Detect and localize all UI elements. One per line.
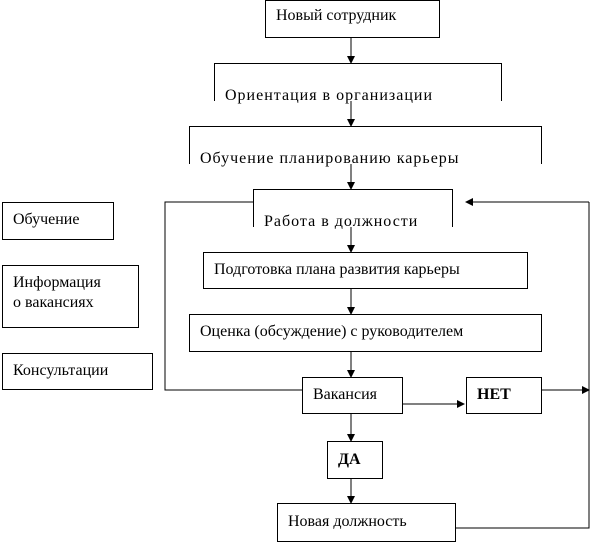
development-plan-box: Подготовка плана развития карьеры <box>203 252 528 289</box>
work-in-position-box: Работа в должности <box>253 189 453 230</box>
yes-label: ДА <box>338 451 361 468</box>
training-label: Обучение <box>13 211 80 228</box>
vacancy-label: Вакансия <box>313 386 377 403</box>
vacancy-info-box: Информация о вакансиях <box>2 265 139 328</box>
development-plan-label: Подготовка плана развития карьеры <box>214 261 460 278</box>
new-position-box: Новая должность <box>277 503 456 542</box>
career-planning-training-box: Обучение планированию карьеры <box>189 126 542 167</box>
career-planning-training-label: Обучение планированию карьеры <box>200 150 460 167</box>
vacancy-info-label-line1: Информация <box>13 274 101 291</box>
work-in-position-label: Работа в должности <box>264 213 419 230</box>
orientation-box: Ориентация в организации <box>214 63 502 104</box>
return-line-right <box>456 202 590 529</box>
feedback-loop-left <box>164 201 302 391</box>
evaluation-box: Оценка (обсуждение) с руководителем <box>189 314 542 352</box>
vacancy-info-label-line2: о вакансиях <box>13 294 94 311</box>
orientation-label: Ориентация в организации <box>225 87 434 104</box>
training-box: Обучение <box>2 202 114 240</box>
new-employee-label: Новый сотрудник <box>276 7 397 24</box>
new-employee-box: Новый сотрудник <box>265 0 440 38</box>
consultations-label: Консультации <box>13 362 109 379</box>
consultations-box: Консультации <box>2 353 153 390</box>
no-label: НЕТ <box>477 386 511 403</box>
evaluation-label: Оценка (обсуждение) с руководителем <box>200 323 464 340</box>
no-box: НЕТ <box>466 377 542 414</box>
vacancy-box: Вакансия <box>302 377 403 414</box>
new-position-label: Новая должность <box>288 513 407 530</box>
yes-box: ДА <box>327 441 383 479</box>
